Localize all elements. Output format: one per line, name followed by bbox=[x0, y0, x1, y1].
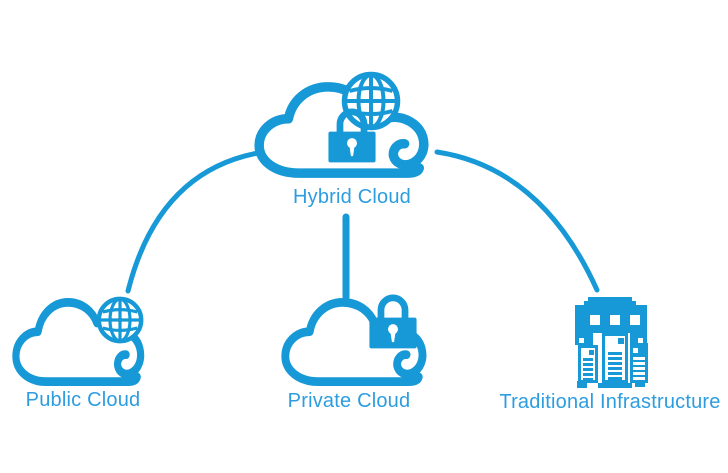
padlock-icon bbox=[369, 294, 417, 349]
globe-icon bbox=[96, 296, 144, 344]
mainframe-server-icon bbox=[575, 297, 648, 388]
traditional-infrastructure-label: Traditional Infrastructure bbox=[499, 391, 721, 413]
private-cloud-label: Private Cloud bbox=[287, 390, 411, 412]
padlock-icon bbox=[328, 108, 376, 163]
connector-hybrid-to-public bbox=[125, 150, 261, 294]
hybrid-cloud-label: Hybrid Cloud bbox=[292, 186, 412, 208]
public-cloud-icon bbox=[12, 297, 145, 387]
public-cloud-label: Public Cloud bbox=[25, 389, 141, 411]
connector-hybrid-to-traditional bbox=[434, 149, 600, 293]
private-cloud-icon bbox=[281, 297, 427, 387]
